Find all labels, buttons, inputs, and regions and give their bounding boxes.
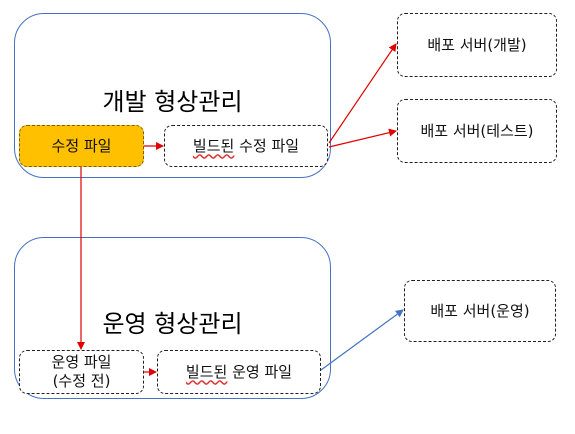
deploy-server-test-box[interactable]: 배포 서버(테스트) <box>397 99 557 163</box>
built-suffix-ops: 운영 파일 <box>227 362 293 381</box>
ops-file-box[interactable]: 운영 파일 (수정 전) <box>19 350 144 394</box>
built-modified-file-label: 빌드된 수정 파일 <box>193 137 299 156</box>
built-suffix-dev: 수정 파일 <box>234 136 300 155</box>
ops-config-title: 운영 형상관리 <box>102 310 243 338</box>
deploy-server-test-label: 배포 서버(테스트) <box>420 121 534 140</box>
built-ops-file-label: 빌드된 운영 파일 <box>186 363 292 382</box>
modified-file-box[interactable]: 수정 파일 <box>19 125 144 167</box>
built-ops-file-box[interactable]: 빌드된 운영 파일 <box>157 350 321 394</box>
ops-file-label-line2: (수정 전) <box>52 372 111 390</box>
ops-file-label-line1: 운영 파일 <box>51 353 112 372</box>
deploy-server-ops-box[interactable]: 배포 서버(운영) <box>404 280 556 342</box>
deploy-server-dev-box[interactable]: 배포 서버(개발) <box>397 13 557 77</box>
deploy-server-ops-label: 배포 서버(운영) <box>430 301 530 320</box>
arrow-built-to-ops-server <box>320 309 404 371</box>
arrow-built-to-dev-server <box>328 43 397 144</box>
modified-file-label: 수정 파일 <box>51 136 112 155</box>
built-modified-file-box[interactable]: 빌드된 수정 파일 <box>164 125 328 167</box>
built-prefix-dev: 빌드된 <box>192 136 235 155</box>
built-prefix-ops: 빌드된 <box>185 362 228 381</box>
arrow-built-to-test-server <box>328 128 397 148</box>
deploy-server-dev-label: 배포 서버(개발) <box>427 35 527 54</box>
dev-config-title: 개발 형상관리 <box>102 88 243 116</box>
